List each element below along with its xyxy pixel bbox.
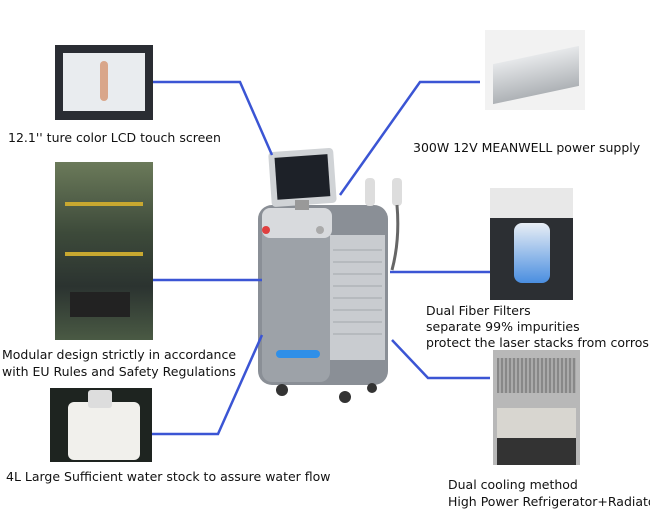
filter-caption-line-2: separate 99% impurities — [426, 319, 580, 334]
lcd-screen-photo — [55, 45, 153, 120]
cooling-caption-line-2: High Power Refrigerator+Radiator — [448, 494, 650, 509]
power-supply-photo — [485, 30, 585, 110]
water-tank-photo — [50, 388, 152, 462]
water-tank-caption: 4L Large Sufficient water stock to assur… — [6, 469, 331, 484]
modular-design-photo — [55, 162, 153, 340]
power-supply-caption: 300W 12V MEANWELL power supply — [413, 140, 641, 155]
filter-caption-line-3: protect the laser stacks from corrosio — [426, 335, 650, 350]
filter-caption-line-1: Dual Fiber Filters — [426, 303, 531, 318]
lcd-caption: 12.1'' ture color LCD touch screen — [8, 130, 221, 145]
modular-caption-line-1: Modular design strictly in accordance — [2, 347, 237, 362]
cooling-system-photo — [493, 350, 580, 465]
cooling-caption-line-1: Dual cooling method — [448, 477, 578, 492]
fiber-filter-photo — [490, 188, 573, 300]
laser-machine — [258, 148, 402, 403]
modular-caption-line-2: with EU Rules and Safety Regulations — [2, 364, 236, 379]
